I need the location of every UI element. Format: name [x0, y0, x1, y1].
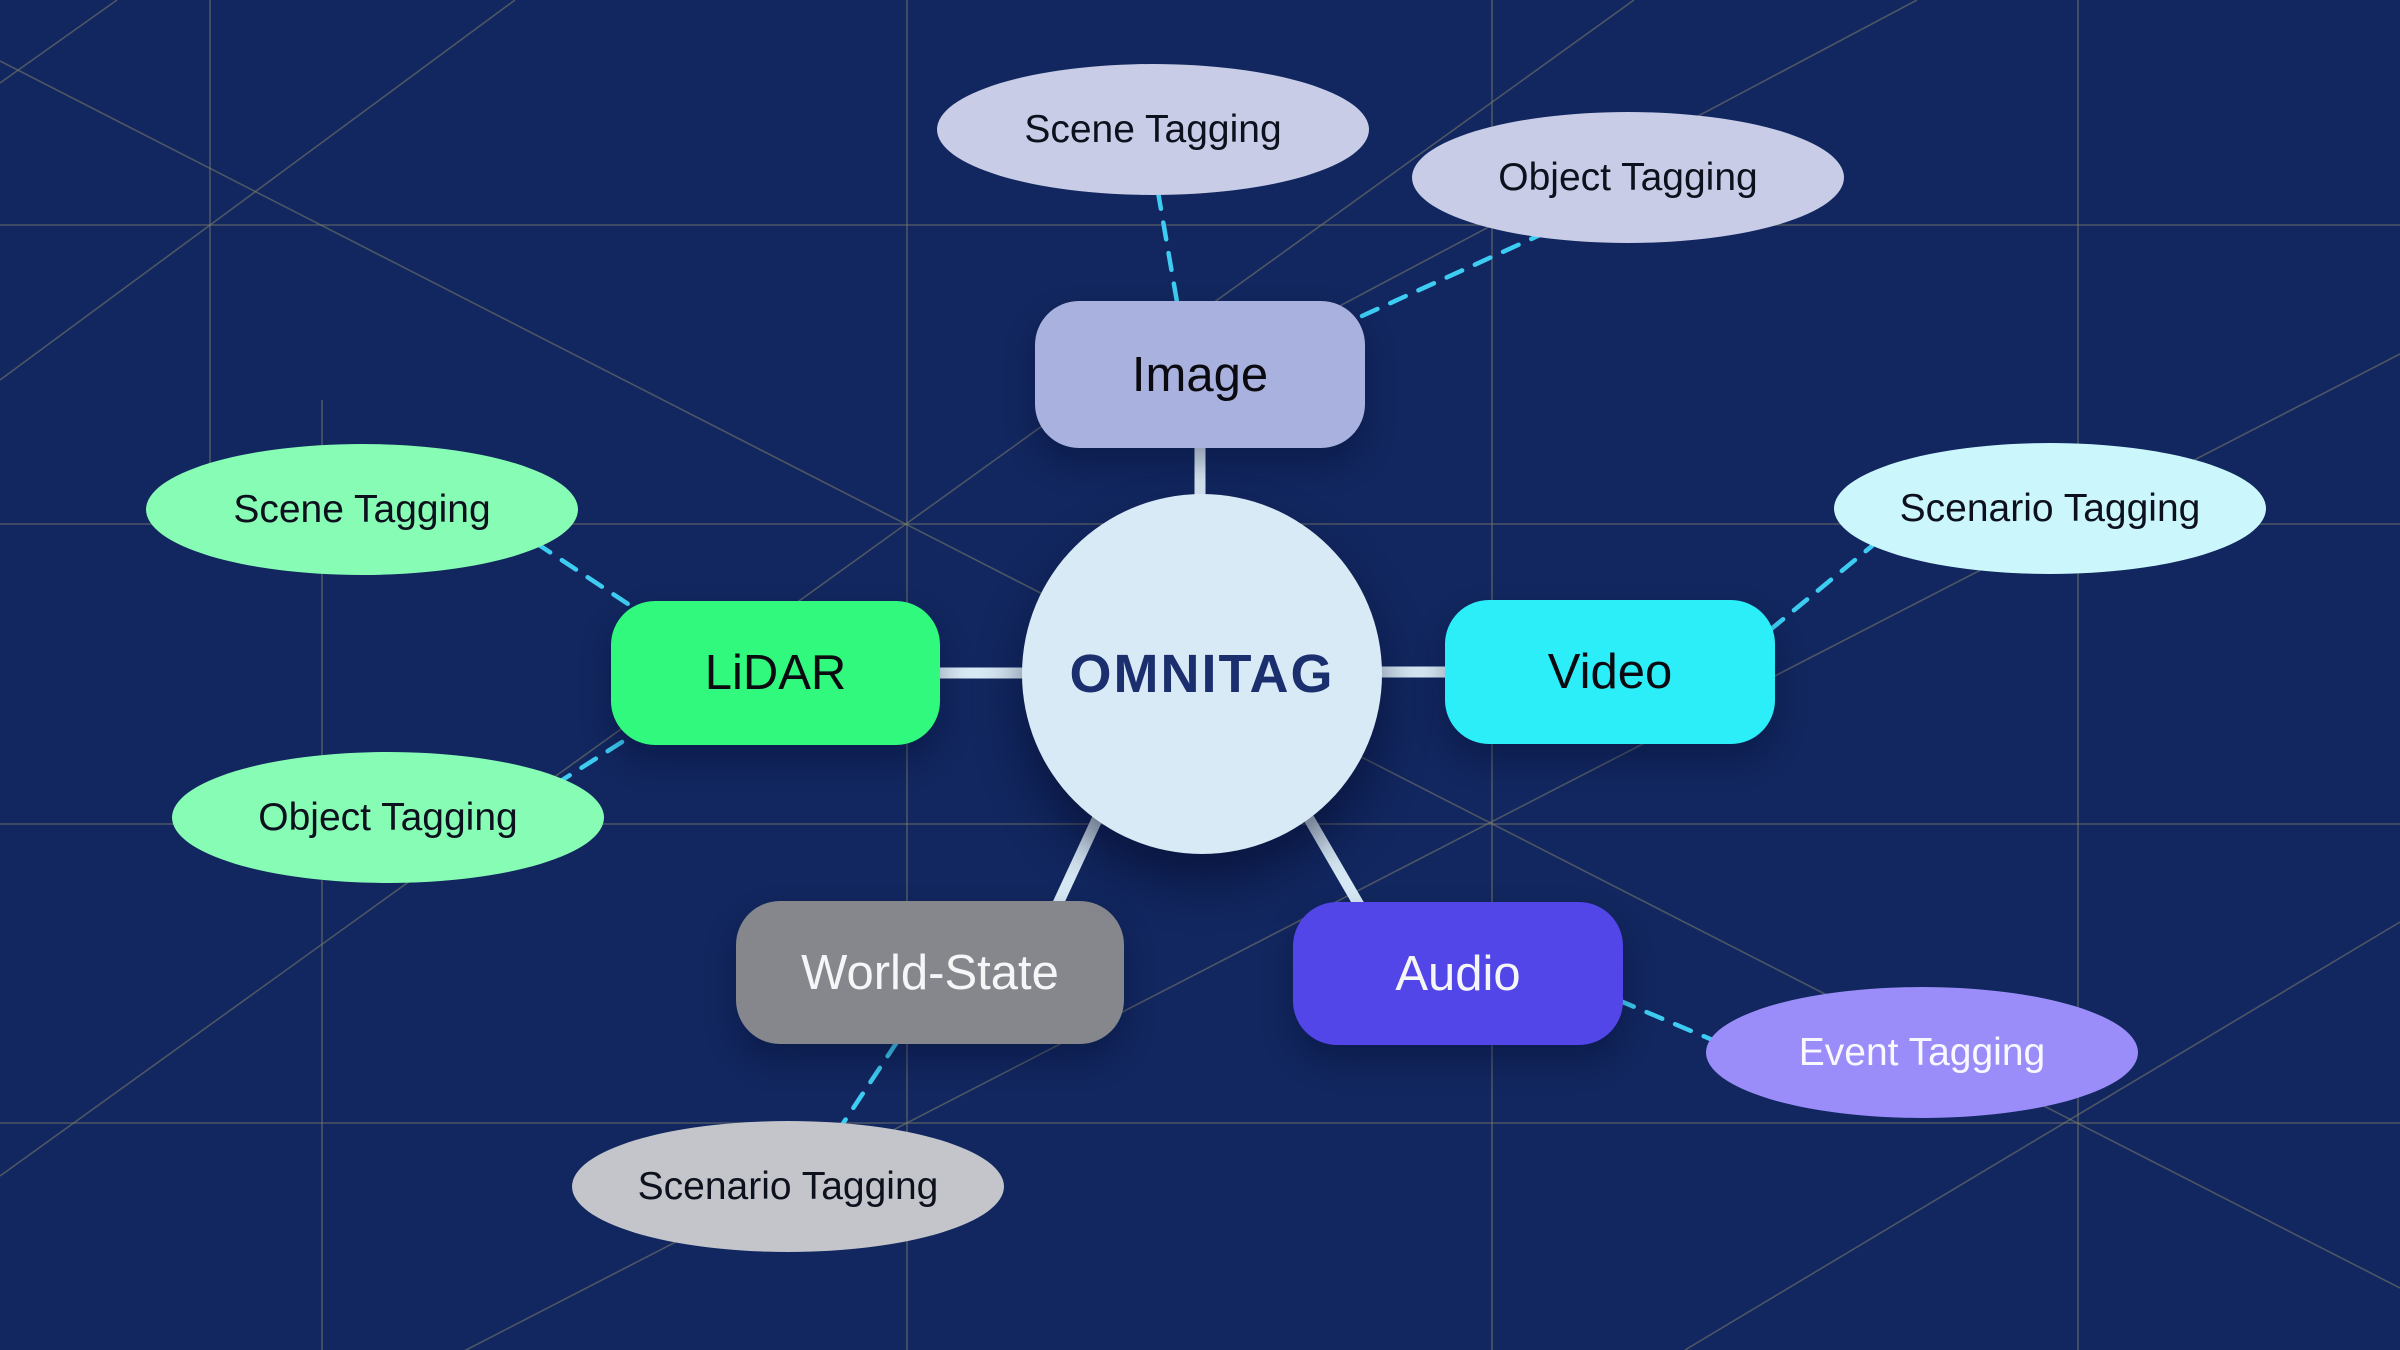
link-lidar-scene-tagging — [533, 540, 631, 607]
audio-node-label: Audio — [1395, 946, 1521, 1001]
world-state-scenario-tagging-ellipse[interactable]: Scenario Tagging — [572, 1121, 1004, 1252]
lidar-scene-tagging-label: Scene Tagging — [233, 487, 491, 531]
video-node-label: Video — [1547, 645, 1673, 699]
audio-node[interactable]: Audio — [1293, 902, 1623, 1045]
world-state-node-label: World-State — [801, 945, 1059, 1000]
lidar-node[interactable]: LiDAR — [611, 601, 940, 745]
audio-event-tagging-label: Event Tagging — [1798, 1030, 2046, 1074]
grid-line — [0, 0, 1635, 1177]
link-lidar-object-tagging — [553, 739, 625, 787]
lidar-scene-tagging-ellipse[interactable]: Scene Tagging — [146, 444, 578, 575]
link-world-state-scenario-tagging — [837, 1039, 900, 1131]
video-scenario-tagging-label: Scenario Tagging — [1899, 486, 2201, 530]
link-audio-event-tagging — [1615, 997, 1725, 1047]
lidar-object-tagging-label: Object Tagging — [258, 795, 518, 839]
grid-line — [0, 0, 516, 381]
image-object-tagging-ellipse[interactable]: Object Tagging — [1412, 112, 1844, 243]
world-state-node[interactable]: World-State — [736, 901, 1124, 1044]
link-image-scene-tagging — [1155, 189, 1180, 305]
image-node[interactable]: Image — [1035, 301, 1365, 448]
world-state-scenario-tagging-label: Scenario Tagging — [637, 1164, 939, 1208]
audio-event-tagging-ellipse[interactable]: Event Tagging — [1706, 987, 2138, 1118]
image-scene-tagging-label: Scene Tagging — [1024, 107, 1282, 151]
grid-line — [1684, 921, 2400, 1350]
grid-line — [0, 0, 118, 84]
omnitag-hub-label: OMNITAG — [1069, 644, 1335, 704]
image-object-tagging-label: Object Tagging — [1498, 155, 1758, 199]
lidar-object-tagging-ellipse[interactable]: Object Tagging — [172, 752, 604, 883]
video-node[interactable]: Video — [1445, 600, 1775, 744]
omnitag-hub-node[interactable]: OMNITAG — [1022, 494, 1382, 854]
video-scenario-tagging-ellipse[interactable]: Scenario Tagging — [1834, 443, 2266, 574]
link-video-scenario-tagging — [1767, 543, 1875, 633]
image-node-label: Image — [1131, 347, 1269, 402]
link-image-object-tagging — [1359, 232, 1543, 319]
dashed-connectors — [533, 189, 1875, 1131]
image-scene-tagging-ellipse[interactable]: Scene Tagging — [937, 64, 1369, 195]
lidar-node-label: LiDAR — [704, 646, 847, 700]
